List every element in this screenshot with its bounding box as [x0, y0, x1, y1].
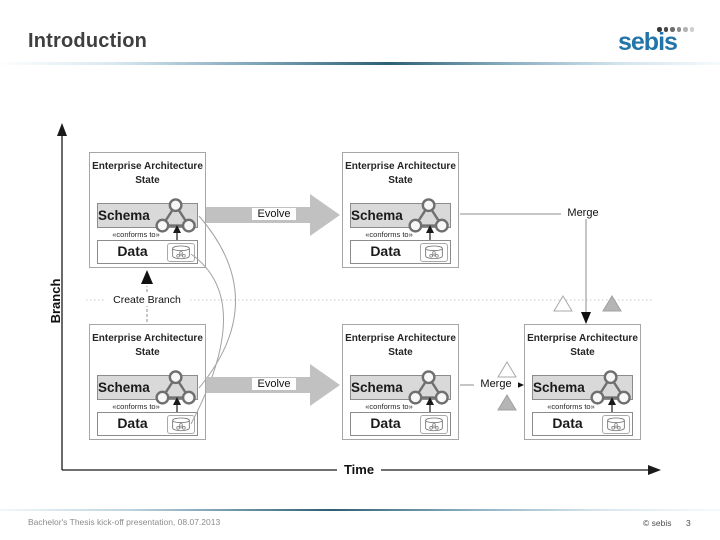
footer-text: Bachelor's Thesis kick-off presentation,… — [28, 517, 221, 527]
database-icon — [425, 417, 443, 432]
schema-box: Schema — [350, 369, 451, 405]
schema-label: Schema — [98, 208, 150, 223]
data-label: Data — [117, 243, 148, 259]
database-icon — [172, 245, 190, 260]
data-box: Data — [350, 412, 451, 436]
merge-top-connector — [460, 213, 587, 313]
time-axis-label: Time — [337, 462, 381, 477]
footer-copyright: © sebis — [643, 518, 672, 528]
ea-box-title: Enterprise Architecture State — [90, 332, 205, 359]
ea-box-title: Enterprise Architecture State — [90, 160, 205, 187]
data-icon-frame — [420, 415, 448, 434]
data-box: Data — [532, 412, 633, 436]
data-label: Data — [370, 243, 401, 259]
data-icon-frame — [602, 415, 630, 434]
branch-axis-label: Branch — [48, 278, 63, 324]
merge-label-top: Merge — [561, 207, 605, 219]
data-label: Data — [370, 415, 401, 431]
data-label: Data — [552, 415, 583, 431]
ea-state-box-bottom-right: Enterprise Architecture State Schema «co… — [524, 324, 641, 440]
merge-top-arrowhead-icon — [581, 312, 591, 324]
ea-state-box-bottom-middle: Enterprise Architecture State Schema «co… — [342, 324, 459, 440]
logo-dots-icon — [657, 27, 694, 32]
schema-graph-icon — [155, 197, 196, 233]
ea-box-title-line2: State — [388, 346, 413, 358]
ea-box-title-line2: State — [135, 174, 160, 186]
create-branch-arrowhead-icon — [141, 270, 153, 284]
conforms-to-label: «conforms to» — [365, 230, 413, 239]
schema-label: Schema — [98, 380, 150, 395]
ea-box-title: Enterprise Architecture State — [525, 332, 640, 359]
ea-state-box-bottom-left: Enterprise Architecture State Schema «co… — [89, 324, 206, 440]
schema-box: Schema — [97, 369, 198, 405]
ea-box-title-line1: Enterprise Architecture — [92, 333, 203, 344]
triangle-outline-icon — [497, 361, 517, 378]
triangle-outline-icon — [553, 295, 573, 312]
ea-box-title-line2: State — [570, 346, 595, 358]
conforms-arrow-icon — [608, 397, 616, 412]
schema-graph-icon — [408, 197, 449, 233]
page-number: 3 — [686, 518, 691, 528]
data-icon-frame — [420, 243, 448, 262]
data-icon-frame — [167, 415, 195, 434]
conforms-to-label: «conforms to» — [112, 402, 160, 411]
data-box: Data — [97, 240, 198, 264]
schema-graph-icon — [590, 369, 631, 405]
create-branch-label: Create Branch — [105, 294, 189, 306]
merge-label-bottom: Merge — [474, 378, 518, 390]
schema-graph-icon — [155, 369, 196, 405]
evolve-label-top: Evolve — [252, 208, 296, 220]
schema-graph-icon — [408, 369, 449, 405]
data-box: Data — [97, 412, 198, 436]
sebis-logo: sebis — [618, 24, 702, 58]
evolve-label-bottom: Evolve — [252, 378, 296, 390]
data-label: Data — [117, 415, 148, 431]
conforms-to-label: «conforms to» — [112, 230, 160, 239]
conforms-arrow-icon — [173, 225, 181, 240]
ea-box-title-line2: State — [388, 174, 413, 186]
database-icon — [607, 417, 625, 432]
conforms-to-label: «conforms to» — [365, 402, 413, 411]
conforms-arrow-icon — [173, 397, 181, 412]
time-axis-arrow-icon — [648, 465, 661, 475]
data-icon-frame — [167, 243, 195, 262]
schema-label: Schema — [533, 380, 585, 395]
ea-box-title-line2: State — [135, 346, 160, 358]
schema-label: Schema — [351, 380, 403, 395]
ea-state-box-top-right: Enterprise Architecture State Schema «co… — [342, 152, 459, 268]
ea-box-title-line1: Enterprise Architecture — [92, 161, 203, 172]
header-divider — [0, 62, 720, 65]
ea-state-box-top-left: Enterprise Architecture State Schema «co… — [89, 152, 206, 268]
schema-box: Schema — [532, 369, 633, 405]
schema-box: Schema — [350, 197, 451, 233]
conforms-to-label: «conforms to» — [547, 402, 595, 411]
logo-text: sebis — [618, 28, 678, 56]
branch-axis-arrow-icon — [57, 123, 67, 136]
conforms-arrow-icon — [426, 225, 434, 240]
ea-box-title-line1: Enterprise Architecture — [527, 333, 638, 344]
footer-divider — [0, 509, 720, 511]
ea-box-title-line1: Enterprise Architecture — [345, 333, 456, 344]
conforms-arrow-icon — [426, 397, 434, 412]
ea-box-title: Enterprise Architecture State — [343, 332, 458, 359]
triangle-filled-icon — [497, 394, 517, 411]
ea-box-title-line1: Enterprise Architecture — [345, 161, 456, 172]
schema-label: Schema — [351, 208, 403, 223]
ea-box-title: Enterprise Architecture State — [343, 160, 458, 187]
triangle-filled-icon — [602, 295, 622, 312]
page-title: Introduction — [28, 30, 148, 52]
data-box: Data — [350, 240, 451, 264]
schema-box: Schema — [97, 197, 198, 233]
database-icon — [172, 417, 190, 432]
database-icon — [425, 245, 443, 260]
